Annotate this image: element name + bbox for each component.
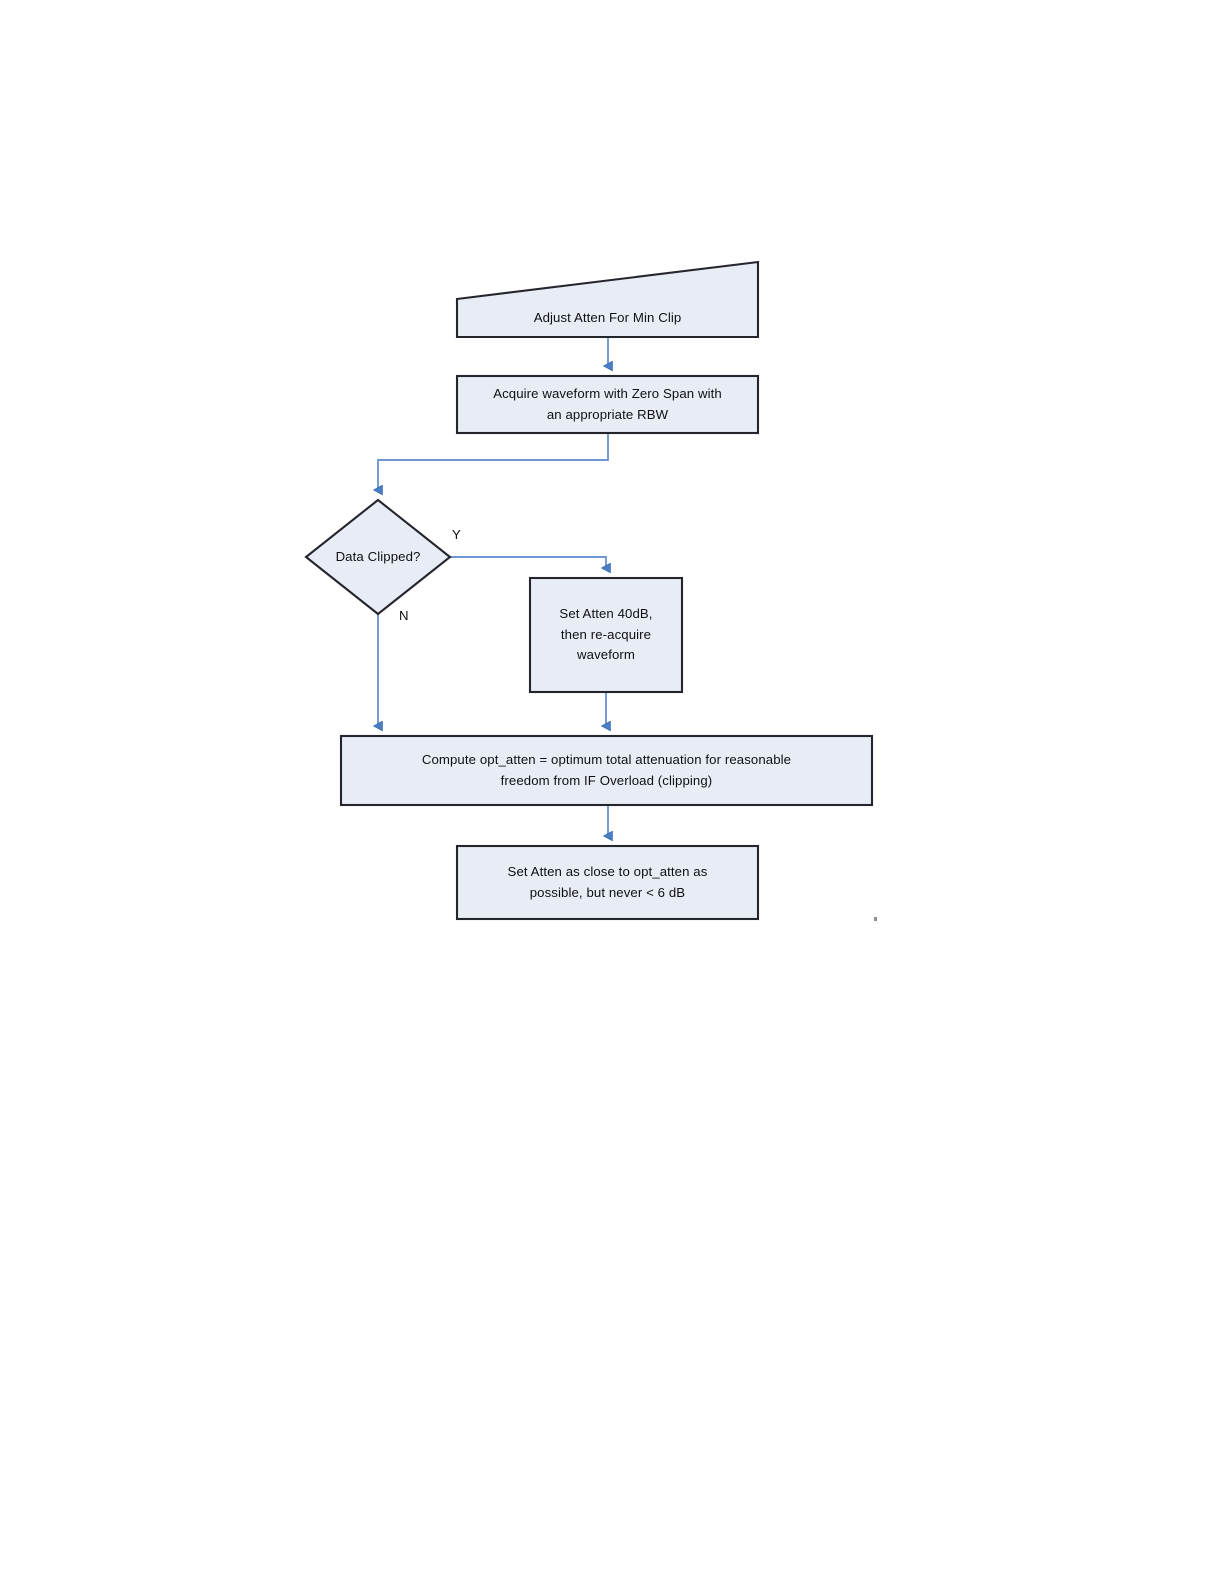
connectors	[378, 337, 608, 836]
edge-label-no: N	[399, 608, 409, 623]
edge-label-yes: Y	[452, 527, 461, 542]
node-acquire-shape[interactable]	[455, 374, 760, 435]
edge-acquire-to-decision	[378, 433, 609, 490]
node-compute-shape[interactable]	[339, 734, 874, 807]
edge-decision-yes-to-set40	[450, 556, 606, 568]
node-setclose-shape[interactable]	[455, 844, 760, 921]
page-speck	[874, 917, 877, 921]
node-set40-shape[interactable]	[528, 576, 684, 694]
nodes	[304, 260, 874, 921]
node-decision-shape[interactable]	[304, 498, 452, 616]
node-start-shape[interactable]	[455, 260, 760, 339]
